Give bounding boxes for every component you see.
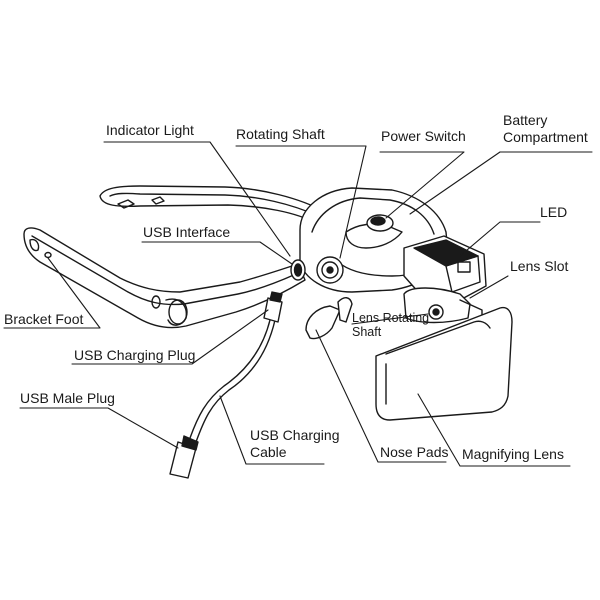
label-lens-slot: Lens Slot (510, 258, 569, 274)
leader-usb-charging-plug (71, 309, 269, 365)
upper-temple-arm (99, 185, 326, 225)
label-power-switch: Power Switch (381, 128, 466, 144)
label-nose-pads: Nose Pads (380, 444, 449, 460)
label-usb-cable-line2: Cable (250, 444, 287, 460)
label-battery-line1: Battery (503, 112, 548, 128)
label-usb-cable-line1: USB Charging (250, 427, 340, 443)
lower-temple-arm (23, 227, 306, 329)
label-led: LED (540, 204, 568, 220)
leader-usb-interface (141, 241, 293, 265)
leader-bracket-foot (3, 257, 101, 329)
label-usb-male-plug: USB Male Plug (20, 390, 115, 406)
label-bracket-foot: Bracket Foot (4, 311, 84, 327)
leader-battery-diag (409, 151, 501, 215)
usb-interface-port (290, 259, 306, 281)
leader-usb-cable (219, 395, 325, 465)
nose-pad-part (305, 297, 353, 340)
label-usb-charging-plug: USB Charging Plug (74, 347, 196, 363)
label-usb-interface: USB Interface (143, 224, 231, 240)
leader-power-switch (379, 151, 465, 219)
magnifying-lens-part (375, 306, 513, 421)
usb-cable-part (169, 291, 283, 479)
label-rotating-shaft: Rotating Shaft (236, 126, 325, 142)
power-switch-part (366, 214, 394, 232)
leader-indicator-light (103, 141, 291, 257)
label-indicator-light: Indicator Light (106, 122, 194, 138)
leader-lines (3, 141, 593, 467)
leader-nose-pads (315, 329, 447, 463)
label-lens-rotating-line2: Shaft (352, 325, 382, 339)
label-lens-rotating-line1: Lens Rotating (352, 311, 430, 325)
label-battery-line2: Compartment (503, 129, 588, 145)
rotating-shaft-knob (316, 256, 344, 284)
leader-lens-slot (469, 275, 509, 299)
leader-led (459, 221, 541, 257)
label-magnifying-lens: Magnifying Lens (462, 446, 564, 462)
leader-lens-rotating (351, 313, 429, 325)
leader-rotating-shaft (235, 145, 367, 259)
leader-usb-male-plug (19, 407, 179, 449)
leader-magnifying-lens (417, 393, 571, 467)
